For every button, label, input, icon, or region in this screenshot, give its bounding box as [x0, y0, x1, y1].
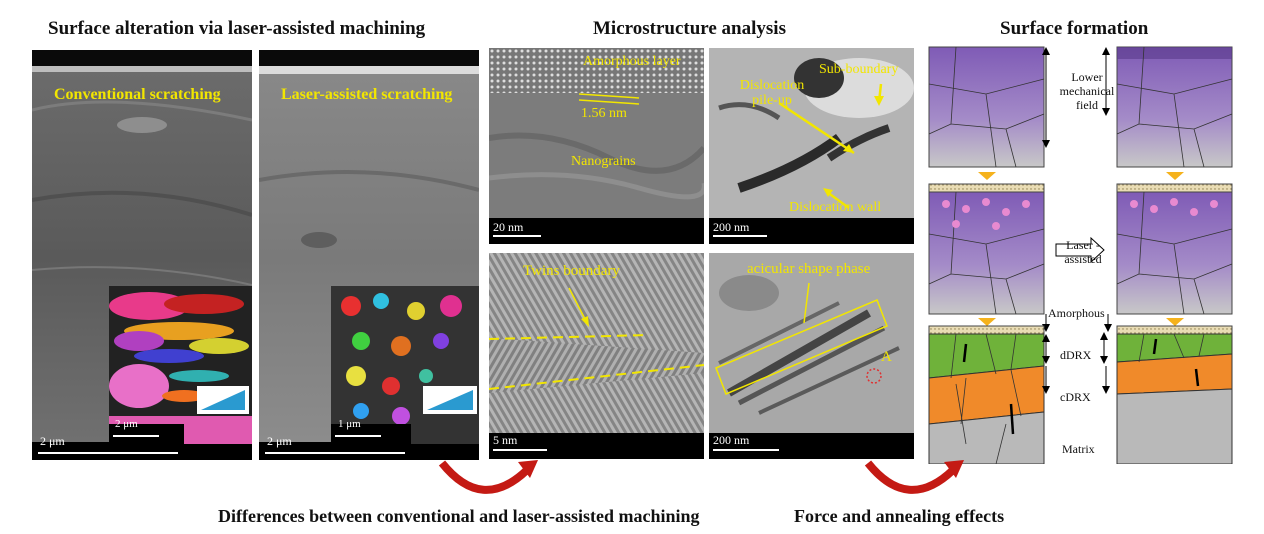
amorphous-label: Amorphous: [1048, 306, 1105, 320]
micro-tem-image-2: [709, 48, 914, 244]
lower-mechanical-field-label: Lower mechanical field: [1059, 70, 1115, 112]
matrix-label: Matrix: [1062, 442, 1095, 456]
stage-3-right: [1116, 325, 1233, 464]
ddrx-label: dDRX: [1060, 348, 1092, 362]
micro-1-scale: 20 nm: [493, 220, 524, 234]
conventional-scale-bar: [38, 452, 178, 454]
stage-1-left: [928, 46, 1045, 168]
title-microstructure: Microstructure analysis: [593, 18, 786, 39]
conventional-scratching-panel: Conventional scratching 2 μm 2 μm: [32, 50, 252, 460]
micro-panel-dislocation: Dislocation pile-up Sub-boundary Disloca…: [709, 48, 914, 244]
red-curved-arrow-left: [438, 460, 538, 494]
dislocation-pileup-label: Dislocation pile-up: [739, 78, 805, 108]
laser-assisted-label: Laser - assisted: [1064, 238, 1102, 266]
micro-3-scale: 5 nm: [493, 433, 518, 447]
laser-label: Laser-assisted scratching: [281, 86, 453, 103]
bottom-caption-force-annealing: Force and annealing effects: [794, 506, 1005, 526]
title-surface-formation: Surface formation: [1000, 18, 1149, 39]
laser-scale-bar: [265, 452, 405, 454]
conventional-scale: 2 μm: [40, 434, 65, 448]
conventional-inset-scale: 2 μm: [115, 418, 138, 430]
conventional-label: Conventional scratching: [54, 86, 221, 103]
sub-boundary-label: Sub-boundary: [819, 62, 899, 77]
twins-boundary-label: Twins boundary: [523, 263, 620, 279]
laser-scale: 2 μm: [267, 434, 292, 448]
point-a-label: A: [881, 349, 892, 365]
micro-panel-acicular: acicular shape phase A 200 nm: [709, 253, 914, 459]
micro-hrtem-image: [489, 253, 704, 459]
micro-tem-image-1: [489, 48, 704, 244]
laser-ebsd-inset: [331, 286, 479, 444]
stage-3-left: [928, 325, 1045, 464]
stage-1-right: [1116, 46, 1233, 168]
stage-2-left: [928, 183, 1045, 315]
thickness-label: 1.56 nm: [581, 106, 627, 121]
surface-formation-diagram: [928, 46, 1233, 464]
nanograins-label: Nanograins: [571, 154, 636, 169]
laser-assisted-arrow: [1055, 236, 1105, 264]
acicular-phase-label: acicular shape phase: [747, 261, 871, 277]
micro-tem-image-4: [709, 253, 914, 459]
title-surface-alteration: Surface alteration via laser-assisted ma…: [48, 18, 426, 39]
cdrx-label: cDRX: [1060, 390, 1091, 404]
micro-panel-twins: Twins boundary 5 nm: [489, 253, 704, 459]
laser-scratching-panel: Laser-assisted scratching 1 μm 2 μm: [259, 50, 479, 460]
conventional-ebsd-inset: [109, 286, 252, 444]
dislocation-wall-label: Dislocation wall: [789, 200, 882, 215]
bottom-caption-differences: Differences between conventional and las…: [218, 506, 700, 526]
red-curved-arrow-right: [864, 460, 964, 494]
laser-inset-scale: 1 μm: [338, 418, 361, 430]
micro-panel-amorphous: Amorphous layer 1.56 nm Nanograins 20 nm: [489, 48, 704, 244]
amorphous-layer-label: Amorphous layer: [583, 54, 681, 69]
stage-2-right: [1116, 183, 1233, 315]
micro-4-scale: 200 nm: [713, 433, 750, 447]
micro-2-scale: 200 nm: [713, 220, 750, 234]
